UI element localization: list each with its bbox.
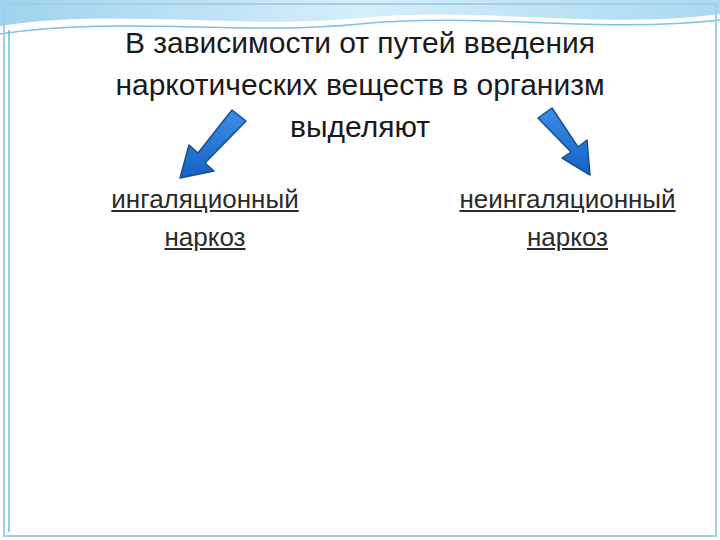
slide-frame [4,4,716,536]
left-border [8,30,10,532]
category-label: неингаляционный наркоз [425,180,710,256]
blue-arrow [538,108,590,175]
category-label: ингаляционный наркоз [70,180,340,256]
slide-title: В зависимости от путей введения наркотич… [45,22,675,148]
blue-arrow [180,110,246,178]
